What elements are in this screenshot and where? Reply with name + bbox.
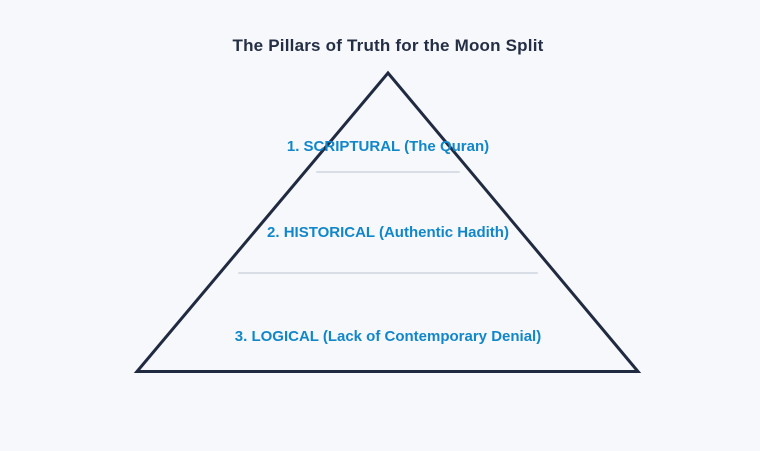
diagram-title: The Pillars of Truth for the Moon Split <box>232 36 544 55</box>
tier-label-historical: 2. HISTORICAL (Authentic Hadith) <box>267 224 509 241</box>
tier-divider-1 <box>316 171 460 173</box>
tier-label-logical: 3. LOGICAL (Lack of Contemporary Denial) <box>234 328 542 345</box>
tier-divider-2 <box>238 272 538 274</box>
tier-label-scriptural: 1. SCRIPTURAL (The Quran) <box>286 138 490 155</box>
pyramid-triangle-shape <box>133 70 642 373</box>
